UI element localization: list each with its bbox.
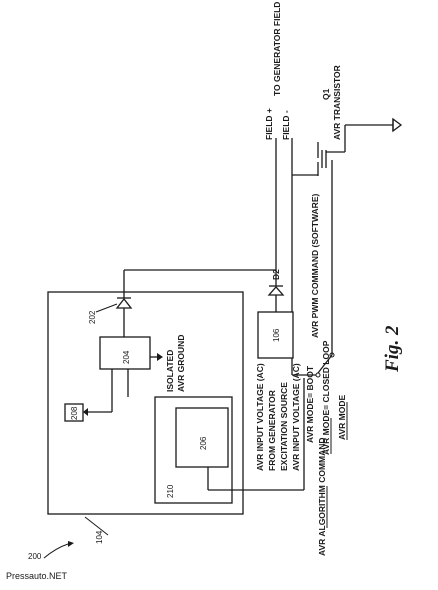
ref-204: 204 — [122, 350, 131, 364]
excitation-source-label: EXCITATION SOURCE — [279, 382, 289, 471]
ref-210: 210 — [166, 484, 175, 498]
avr-input-voltage-2: AVR INPUT VOLTAGE (AC) — [291, 363, 301, 471]
block-204 — [99, 336, 151, 370]
to-generator-field-label: TO GENERATOR FIELD — [272, 2, 282, 96]
ref-104: 104 — [95, 530, 104, 544]
field-minus-label: FIELD - — [281, 110, 291, 140]
avr-mode-label: AVR MODE — [337, 394, 347, 440]
isolated-label: ISOLATED — [165, 350, 175, 392]
avr-input-voltage-1: AVR INPUT VOLTAGE (AC) — [255, 363, 265, 471]
watermark: Pressauto.NET — [6, 571, 68, 581]
wiring — [43, 117, 403, 559]
diode-d2 — [267, 285, 285, 296]
ref-206: 206 — [199, 436, 208, 450]
avr-transistor-label: AVR TRANSISTOR — [332, 65, 342, 140]
avr-pwm-command-label: AVR PWM COMMAND (SOFTWARE) — [310, 194, 320, 338]
q1-label: Q1 — [321, 88, 331, 100]
block-206 — [175, 407, 229, 468]
avr-ground-label: AVR GROUND — [176, 335, 186, 392]
ref-200: 200 — [28, 552, 42, 561]
d2-label: D2 — [271, 269, 281, 280]
ref-208: 208 — [70, 406, 79, 420]
block-208 — [64, 403, 84, 422]
ref-202: 202 — [88, 310, 97, 324]
from-generator-label: FROM GENERATOR — [267, 390, 277, 471]
avr-mode-boot-label: AVR MODE= BOOT — [305, 365, 315, 443]
figure-caption: Fig. 2 — [382, 325, 403, 373]
field-plus-label: FIELD + — [264, 108, 274, 140]
avr-algorithm-command-label: AVR ALGORITHM COMMAND — [317, 437, 327, 556]
avr-mode-closed-loop-label: AVR MODE= CLOSED LOOP — [321, 340, 331, 455]
ref-106: 106 — [272, 328, 281, 342]
